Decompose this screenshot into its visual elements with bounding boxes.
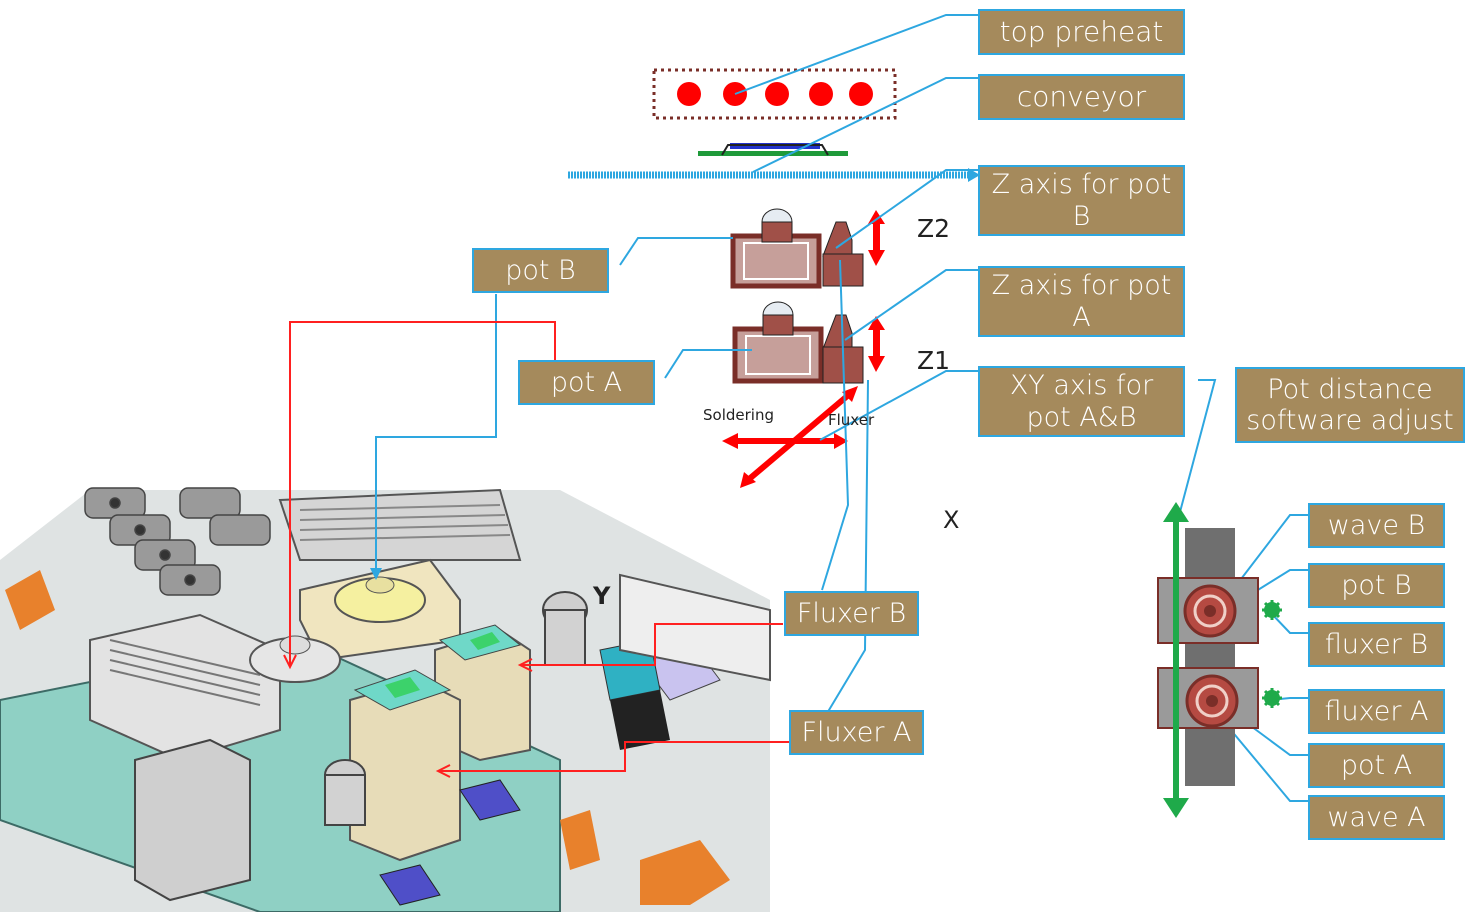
label-pot-b: pot B [472,248,609,293]
label-top-preheat: top preheat [978,9,1185,55]
label-fluxer-b: Fluxer B [784,591,919,636]
pot-b-leader-arrowhead [370,568,382,580]
fluxer-b-schematic [822,221,864,287]
z1-arrow [868,316,885,372]
xy-arrows [722,386,858,488]
green-double-arrow [1163,502,1189,818]
conveyor-rail [568,168,980,182]
soldering-annotation: Soldering [703,406,774,424]
label-z-axis-pot-a: Z axis for pot A [978,266,1185,337]
label-z-axis-pot-b: Z axis for pot B [978,165,1185,236]
pot-a-schematic [732,301,824,384]
label-wave-a: wave A [1308,795,1445,840]
label-fluxer-a: Fluxer A [789,710,924,755]
y-axis-annotation: Y [593,582,611,610]
pot-b-schematic [730,208,822,289]
machine-render [0,487,771,912]
top-preheat-heaters [652,68,897,120]
pcb-board [698,143,848,156]
label-pot-a: pot A [518,360,655,405]
label-xy-axis: XY axis for pot A&B [978,366,1185,437]
label-conveyor: conveyor [978,74,1185,120]
z2-arrow [868,210,885,266]
red-arrowheads [283,654,533,778]
cable-chain [84,487,271,596]
z2-annotation: Z2 [917,214,951,243]
label-fluxer-b-right: fluxer B [1308,622,1445,667]
red-connectors [289,321,790,772]
label-pot-a-right: pot A [1308,743,1445,788]
label-pot-b-right: pot B [1308,563,1445,608]
label-wave-b: wave B [1308,503,1445,548]
x-axis-annotation: X [943,506,960,534]
fluxer-annotation: Fluxer [828,411,875,429]
label-fluxer-a-right: fluxer A [1308,689,1445,734]
z1-annotation: Z1 [917,346,951,375]
label-pot-distance: Pot distance software adjust [1235,367,1465,443]
